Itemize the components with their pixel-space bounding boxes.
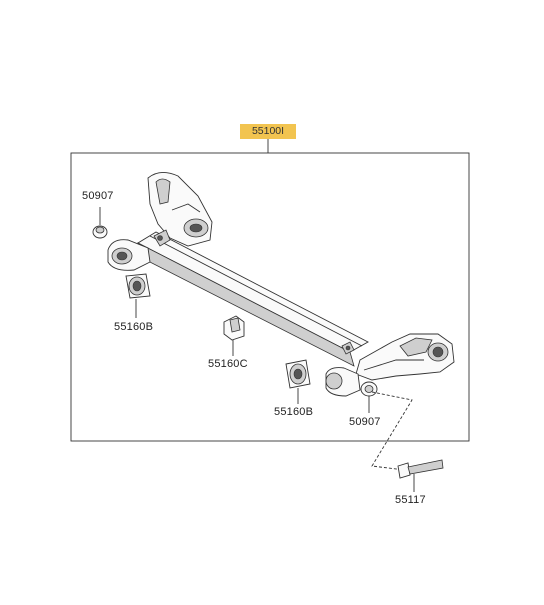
part-55160b-right-drawing [285, 359, 311, 404]
part-label-55117[interactable]: 55117 [395, 494, 426, 506]
assembly-part-number[interactable]: 55100I [240, 124, 296, 139]
part-55160c-drawing [223, 315, 245, 356]
part-label-50907-left[interactable]: 50907 [82, 190, 114, 202]
part-55160b-left-drawing [125, 273, 151, 318]
torsion-beam-axle [107, 172, 455, 397]
bolt-path-dashed [371, 391, 413, 471]
part-label-50907-right[interactable]: 50907 [349, 416, 381, 428]
part-label-55160b-right[interactable]: 55160B [274, 406, 314, 418]
part-55117-bolt-drawing [397, 459, 444, 492]
part-50907-right-drawing [360, 381, 378, 413]
assembly-frame [70, 152, 470, 442]
part-label-55160b-left[interactable]: 55160B [114, 321, 154, 333]
part-label-55160c[interactable]: 55160C [208, 358, 248, 370]
part-50907-left-drawing [92, 207, 108, 239]
